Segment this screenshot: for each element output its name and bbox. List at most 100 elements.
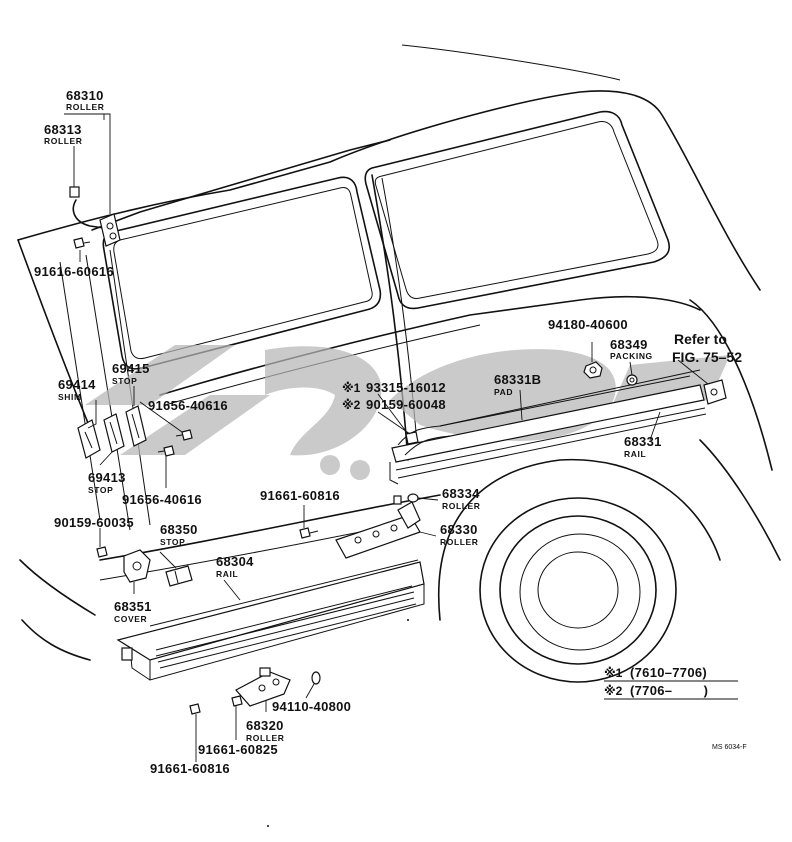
packing-68349 xyxy=(626,374,638,386)
svg-text:※1: ※1 xyxy=(342,381,361,395)
bolt-91656-40616-b xyxy=(157,445,175,457)
part-label-91616-60616: 91616-60616 xyxy=(34,264,114,279)
svg-text:ROLLER: ROLLER xyxy=(66,102,105,112)
svg-text:69414: 69414 xyxy=(58,377,96,392)
svg-text:90159-60035: 90159-60035 xyxy=(54,515,134,530)
svg-text:68304: 68304 xyxy=(216,554,254,569)
part-label-69415: 69415 STOP xyxy=(112,361,150,386)
bolt-91616-60616 xyxy=(73,237,91,249)
rail-end-bracket xyxy=(703,379,727,405)
svg-text:Refer to: Refer to xyxy=(674,331,727,347)
part-label-91661-60816-c: 91661-60816 xyxy=(150,761,230,776)
middle-window xyxy=(102,176,382,370)
legend-mark-1: ※1 xyxy=(604,666,623,680)
part-label-90159-60035: 90159-60035 xyxy=(54,515,134,530)
stop-68350 xyxy=(165,565,193,587)
svg-text:68334: 68334 xyxy=(442,486,480,501)
svg-text:91661-60825: 91661-60825 xyxy=(198,742,278,757)
rear-window xyxy=(364,110,670,310)
part-label-68331: 68331 RAIL xyxy=(624,434,662,459)
svg-text:PACKING: PACKING xyxy=(610,351,653,361)
part-label-68330: 68330 ROLLER xyxy=(440,522,479,547)
svg-text:ROLLER: ROLLER xyxy=(44,136,83,146)
screw-91661-60816-a xyxy=(299,527,319,539)
svg-text:91661-60816: 91661-60816 xyxy=(150,761,230,776)
part-label-68320: 68320 ROLLER xyxy=(246,718,285,743)
svg-text:68349: 68349 xyxy=(610,337,648,352)
part-label-94180-40600: 94180-40600 xyxy=(548,317,628,332)
svg-text:69415: 69415 xyxy=(112,361,150,376)
svg-text:91616-60616: 91616-60616 xyxy=(34,264,114,279)
svg-text:94180-40600: 94180-40600 xyxy=(548,317,628,332)
part-label-69414: 69414 SHIM xyxy=(58,377,96,402)
svg-text:PAD: PAD xyxy=(494,387,513,397)
part-label-68310: 68310 ROLLER xyxy=(66,88,105,112)
leader-lines xyxy=(64,113,709,762)
svg-text:68351: 68351 xyxy=(114,599,152,614)
upper-roller-assembly xyxy=(69,186,121,247)
upper-rail-68331 xyxy=(389,375,707,485)
drawing-code: MS 6034-F xyxy=(712,744,747,751)
pad-68331B xyxy=(439,369,701,427)
nut-94110-40800 xyxy=(311,671,321,685)
cover-68351 xyxy=(123,549,151,583)
part-label-68350: 68350 STOP xyxy=(160,522,198,547)
svg-text:69413: 69413 xyxy=(88,470,126,485)
part-label-68351: 68351 COVER xyxy=(114,599,152,624)
part-label-68313: 68313 ROLLER xyxy=(44,122,83,146)
svg-text:68313: 68313 xyxy=(44,122,82,137)
lower-roller-68320 xyxy=(235,667,291,707)
svg-text:68331B: 68331B xyxy=(494,372,541,387)
part-label-93315-16012: ※1 93315-16012 xyxy=(342,380,446,395)
part-label-68331B: 68331B PAD xyxy=(494,372,541,397)
svg-text:90159-60048: 90159-60048 xyxy=(366,397,446,412)
speck xyxy=(407,619,409,621)
svg-text:※2: ※2 xyxy=(342,398,361,412)
center-roller-68330 xyxy=(335,495,421,559)
bolt-93315-16012 xyxy=(405,431,419,445)
screw-91661-60816-c xyxy=(189,703,201,715)
svg-text:RAIL: RAIL xyxy=(216,569,238,579)
screw-90159-60035 xyxy=(96,546,108,558)
nut-94180-40600 xyxy=(583,361,603,379)
legend-mark-2: ※2 xyxy=(604,684,623,698)
svg-text:ROLLER: ROLLER xyxy=(440,537,479,547)
svg-text:STOP: STOP xyxy=(88,485,113,495)
svg-text:STOP: STOP xyxy=(160,537,185,547)
svg-text:68330: 68330 xyxy=(440,522,478,537)
svg-text:ROLLER: ROLLER xyxy=(442,501,481,511)
svg-text:68310: 68310 xyxy=(66,88,104,103)
svg-text:93315-16012: 93315-16012 xyxy=(366,380,446,395)
speck xyxy=(267,825,269,827)
part-label-91661-60816-a: 91661-60816 xyxy=(260,488,340,503)
part-label-91656-40616-b: 91656-40616 xyxy=(122,492,202,507)
legend-range-2: (7706– ) xyxy=(630,683,708,698)
svg-text:68350: 68350 xyxy=(160,522,198,537)
part-label-68304: 68304 RAIL xyxy=(216,554,254,579)
legend-range-1: (7610–7706) xyxy=(630,665,707,680)
rear-wheel xyxy=(438,458,721,683)
screw-91661-60825 xyxy=(231,695,243,707)
part-label-69413: 69413 STOP xyxy=(88,470,126,495)
svg-text:ROLLER: ROLLER xyxy=(246,733,285,743)
roller-68334 xyxy=(407,493,419,503)
part-label-91656-40616-a: 91656-40616 xyxy=(148,398,228,413)
part-label-91661-60825: 91661-60825 xyxy=(198,742,278,757)
svg-text:SHIM: SHIM xyxy=(58,392,82,402)
svg-text:FIG. 75–52: FIG. 75–52 xyxy=(672,349,742,365)
part-label-90159-60048: ※2 90159-60048 xyxy=(342,397,446,412)
bolt-91656-40616-a xyxy=(175,429,193,441)
svg-text:68320: 68320 xyxy=(246,718,284,733)
svg-text:STOP: STOP xyxy=(112,376,137,386)
svg-text:91661-60816: 91661-60816 xyxy=(260,488,340,503)
stop-shim-stack xyxy=(77,405,147,459)
svg-text:91656-40616: 91656-40616 xyxy=(122,492,202,507)
svg-text:94110-40800: 94110-40800 xyxy=(272,699,351,714)
lower-rail-68304 xyxy=(116,559,425,681)
part-label-94110-40800: 94110-40800 xyxy=(272,699,351,714)
svg-text:91656-40616: 91656-40616 xyxy=(148,398,228,413)
svg-text:68331: 68331 xyxy=(624,434,662,449)
svg-text:COVER: COVER xyxy=(114,614,147,624)
figure-reference: Refer to FIG. 75–52 xyxy=(672,331,742,365)
